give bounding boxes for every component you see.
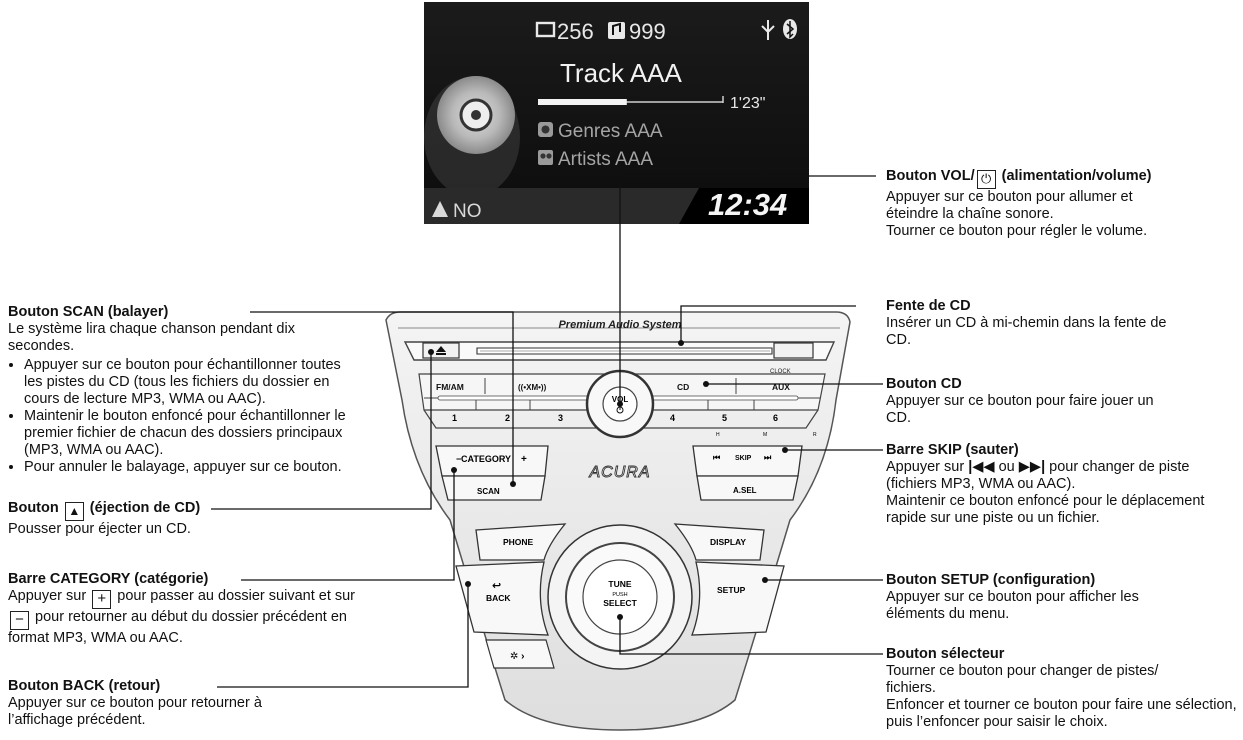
callout-selector-title: Bouton sélecteur — [886, 646, 1240, 663]
back-label: BACK — [486, 593, 511, 603]
callout-vol-line-2: Tourner ce bouton pour régler le volume. — [886, 223, 1238, 240]
category-plus[interactable]: + — [521, 454, 527, 465]
clock-label: CLOCK — [770, 369, 791, 375]
callout-setup: Bouton SETUP (configuration) Appuyer sur… — [886, 572, 1186, 623]
back-arrow-icon: ↩ — [492, 580, 501, 592]
preset-5[interactable]: 5 — [722, 413, 727, 423]
preset-2[interactable]: 2 — [505, 413, 510, 423]
setup-label: SETUP — [717, 585, 746, 595]
callout-back: Bouton BACK (retour) Appuyer sur ce bout… — [8, 678, 328, 729]
callout-skip-or: ou — [999, 459, 1015, 475]
callout-setup-text: Appuyer sur ce bouton pour afficher les … — [886, 589, 1186, 623]
scan-label: SCAN — [477, 487, 500, 496]
preset-6[interactable]: 6 — [773, 413, 778, 423]
callout-category-text-1: Appuyer sur — [8, 588, 86, 604]
callout-slot-text: Insérer un CD à mi-chemin dans la fente … — [886, 315, 1186, 349]
fm-am-label: FM/AM — [436, 382, 464, 392]
cd-slot[interactable] — [477, 348, 772, 354]
plus-glyph-icon: + — [92, 590, 111, 609]
display-label: DISPLAY — [710, 537, 746, 547]
callout-scan-bullet-3: Pour annuler le balayage, appuyer sur ce… — [24, 459, 349, 476]
skip-forward-glyph-icon: ▶▶| — [1019, 459, 1045, 475]
callout-eject: Bouton ▲ (éjection de CD) Pousser pour é… — [8, 500, 368, 538]
category-label: CATEGORY — [461, 454, 511, 464]
callout-cd-text: Appuyer sur ce bouton pour faire jouer u… — [886, 393, 1176, 427]
preset-4[interactable]: 4 — [670, 413, 675, 423]
callout-scan: Bouton SCAN (balayer) Le système lira ch… — [8, 304, 358, 476]
callout-skip: Barre SKIP (sauter) Appuyer sur |◀◀ ou ▶… — [886, 442, 1240, 527]
callout-cd: Bouton CD Appuyer sur ce bouton pour fai… — [886, 376, 1176, 427]
callout-vol-title-pre: Bouton VOL/ — [886, 168, 975, 184]
callout-scan-title: Bouton SCAN (balayer) — [8, 304, 358, 321]
brightness-button[interactable]: ✲ › — [486, 640, 554, 668]
callout-scan-bullet-1: Appuyer sur ce bouton pour échantillonne… — [24, 357, 349, 408]
callout-skip-text-1: Appuyer sur — [886, 459, 964, 475]
tune-label: TUNE — [608, 579, 631, 589]
callout-eject-text: Pousser pour éjecter un CD. — [8, 521, 368, 538]
callout-slot-title: Fente de CD — [886, 298, 1186, 315]
cd-button[interactable]: CD — [677, 382, 689, 392]
callout-skip-text-3: Maintenir ce bouton enfoncé pour le dépl… — [886, 493, 1240, 527]
scan-button[interactable]: SCAN — [442, 476, 545, 500]
callout-cd-title: Bouton CD — [886, 376, 1176, 393]
callout-category: Barre CATEGORY (catégorie) Appuyer sur +… — [8, 571, 380, 647]
cd-label: CD — [677, 382, 689, 392]
preset-mark-m: M — [763, 432, 767, 438]
preset-3[interactable]: 3 — [558, 413, 563, 423]
callout-scan-bullet-2: Maintenir le bouton enfoncé pour échanti… — [24, 408, 349, 459]
callout-category-text-2: pour passer au dossier suivant et sur — [117, 588, 355, 604]
back-button[interactable]: ↩ BACK — [456, 562, 548, 635]
setup-button[interactable]: SETUP — [692, 562, 784, 635]
slot-end-cap — [774, 343, 813, 358]
xm-button[interactable]: ((•XM•)) — [518, 383, 547, 392]
skip-forward-icon[interactable]: ⏭ — [764, 453, 772, 462]
skip-back-icon[interactable]: ⏮ — [713, 453, 720, 462]
a-sel-button[interactable]: A.SEL — [697, 476, 798, 500]
callout-slot: Fente de CD Insérer un CD à mi-chemin da… — [886, 298, 1186, 349]
skip-back-glyph-icon: |◀◀ — [968, 459, 994, 475]
select-label: SELECT — [603, 598, 637, 608]
callout-back-text: Appuyer sur ce bouton pour retourner à l… — [8, 695, 328, 729]
a-sel-label: A.SEL — [733, 486, 757, 495]
callout-category-title: Barre CATEGORY (catégorie) — [8, 571, 380, 588]
callout-scan-intro: Le système lira chaque chanson pendant d… — [8, 321, 358, 355]
callout-skip-title: Barre SKIP (sauter) — [886, 442, 1240, 459]
callout-selector: Bouton sélecteur Tourner ce bouton pour … — [886, 646, 1240, 731]
phone-label: PHONE — [503, 537, 534, 547]
callout-vol-line-1: Appuyer sur ce bouton pour allumer et ét… — [886, 189, 1186, 223]
callout-setup-title: Bouton SETUP (configuration) — [886, 572, 1186, 589]
eject-button[interactable] — [423, 343, 459, 358]
preset-1[interactable]: 1 — [452, 413, 457, 423]
acura-logo: ACURA — [588, 464, 650, 481]
callout-eject-title-post: (éjection de CD) — [90, 500, 200, 516]
eject-glyph-icon: ▲ — [65, 502, 84, 521]
preset-mark-r: R — [813, 432, 817, 438]
skip-label: SKIP — [735, 455, 752, 462]
callout-selector-line-2: Enfoncer et tourner ce bouton pour faire… — [886, 697, 1240, 731]
callout-back-title: Bouton BACK (retour) — [8, 678, 328, 695]
power-glyph-icon: ⏻ — [977, 170, 996, 189]
callout-category-text-3: pour retourner au début du dossier précé… — [8, 609, 347, 646]
fm-am-button[interactable]: FM/AM — [436, 382, 464, 392]
callout-vol: Bouton VOL/⏻ (alimentation/volume) Appuy… — [886, 168, 1238, 240]
callout-eject-title-pre: Bouton — [8, 500, 59, 516]
preset-mark-h: H — [716, 432, 720, 438]
minus-glyph-icon: − — [10, 611, 29, 630]
brightness-icon: ✲ › — [510, 651, 525, 662]
xm-label: ((•XM•)) — [518, 383, 547, 392]
callout-vol-title-post: (alimentation/volume) — [1002, 168, 1152, 184]
callout-selector-line-1: Tourner ce bouton pour changer de pistes… — [886, 663, 1206, 697]
